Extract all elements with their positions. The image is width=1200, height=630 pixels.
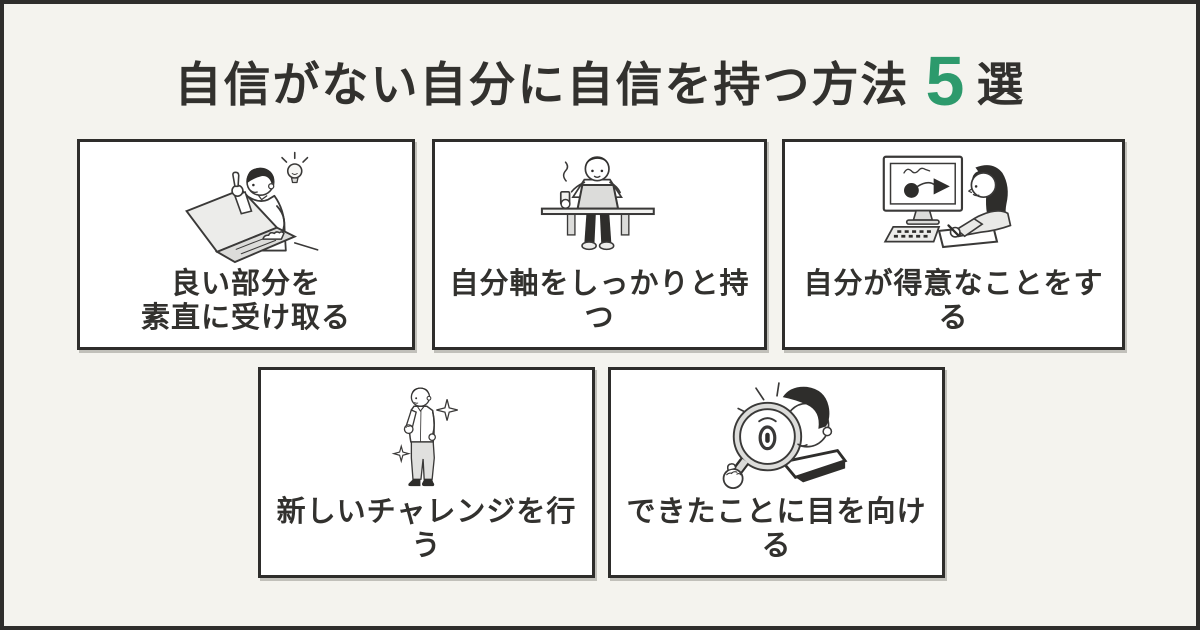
card-label: 新しいチャレンジを行う [276, 495, 577, 562]
card-label: 自分軸をしっかりと持つ [449, 267, 750, 334]
card-label: 良い部分を 素直に受け取る [140, 267, 351, 334]
card-accept-good-parts: 良い部分を 素直に受け取る [77, 139, 415, 350]
card-label: できたことに目を向ける [626, 495, 927, 562]
standing-person-with-sparkles-icon [261, 370, 592, 493]
card-keep-own-axis: 自分軸をしっかりと持つ [432, 139, 767, 350]
title-suffix: 選 [976, 58, 1026, 111]
person-pointing-up-with-lightbulb-icon [80, 142, 412, 265]
woman-drawing-at-monitor-icon [785, 142, 1122, 265]
magnifying-glass-over-eye-icon [611, 370, 942, 493]
card-do-what-you-are-good-at: 自分が得意なことをする [782, 139, 1125, 350]
card-label: 自分が得意なことをする [803, 267, 1104, 334]
title-text: 自信がない自分に自信を持つ方法 [174, 58, 910, 111]
card-take-new-challenge: 新しいチャレンジを行う [258, 367, 595, 578]
person-at-desk-with-laptop-icon [435, 142, 764, 265]
title-count-number: 5 [925, 42, 965, 120]
page-title: 自信がない自分に自信を持つ方法 5 選 [4, 42, 1196, 126]
card-focus-on-achievements: できたことに目を向ける [608, 367, 945, 578]
